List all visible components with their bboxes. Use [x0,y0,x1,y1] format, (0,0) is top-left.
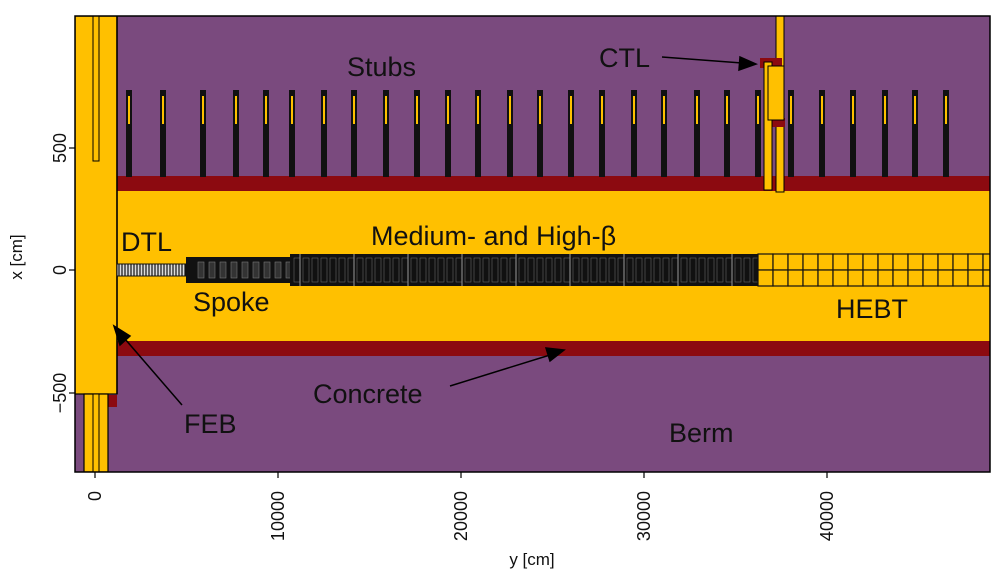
stub-shaft [445,90,451,177]
stub-shaft [263,90,269,177]
stub-shaft [755,90,761,177]
x-tick-label: 30000 [634,491,654,541]
beamline [116,253,990,287]
annotation-arrows [112,55,759,406]
stub-shaft [321,90,327,177]
stub-shaft [599,90,605,177]
ctl-structure [760,16,785,193]
stub-shaft [724,90,730,177]
concrete-wall-top [75,176,990,191]
concrete-wall-bottom [75,341,990,356]
stub-shaft [788,90,794,177]
x-tick-label: 10000 [268,491,288,541]
x-tick-label: 40000 [817,491,837,541]
y-tick-label: 500 [50,133,70,163]
stub-shaft [289,90,295,177]
ctl-label: CTL [599,43,650,73]
stub-shaft [126,90,132,177]
concrete-label: Concrete [313,379,423,409]
stub-shaft [475,90,481,177]
stub-shaft [568,90,574,177]
stub-shaft [661,90,667,177]
x-axis-title: y [cm] [509,550,554,569]
stubs-group [126,90,949,177]
hebt-section [757,253,990,287]
stub-shaft [850,90,856,177]
stub-shaft [160,90,166,177]
stub-shaft [537,90,543,177]
dtl-section [116,263,187,277]
berm-label: Berm [669,418,734,448]
dtl-label: DTL [121,227,172,257]
stub-shaft [882,90,888,177]
y-tick-label: −500 [50,373,70,414]
stub-shaft [819,90,825,177]
stub-shaft [507,90,513,177]
medium-high-beta-section [290,254,758,286]
y-tick-label: 0 [50,265,70,275]
y-axis-title: x [cm] [7,234,26,279]
stub-shaft [351,90,357,177]
x-tick-label: 0 [85,491,105,501]
stub-shaft [200,90,206,177]
spoke-label: Spoke [193,287,270,317]
stub-shaft [631,90,637,177]
stub-shaft [233,90,239,177]
stubs-label: Stubs [347,52,416,82]
x-tick-label: 20000 [451,491,471,541]
stub-shaft [912,90,918,177]
stub-shaft [943,90,949,177]
medium-high-beta-label: Medium- and High-β [371,221,616,251]
feb-building [75,16,118,472]
feb-label: FEB [184,409,237,439]
stub-shaft [414,90,420,177]
hebt-label: HEBT [836,294,908,324]
stub-shaft [694,90,700,177]
plot-frame [74,15,991,473]
stub-shaft [383,90,389,177]
